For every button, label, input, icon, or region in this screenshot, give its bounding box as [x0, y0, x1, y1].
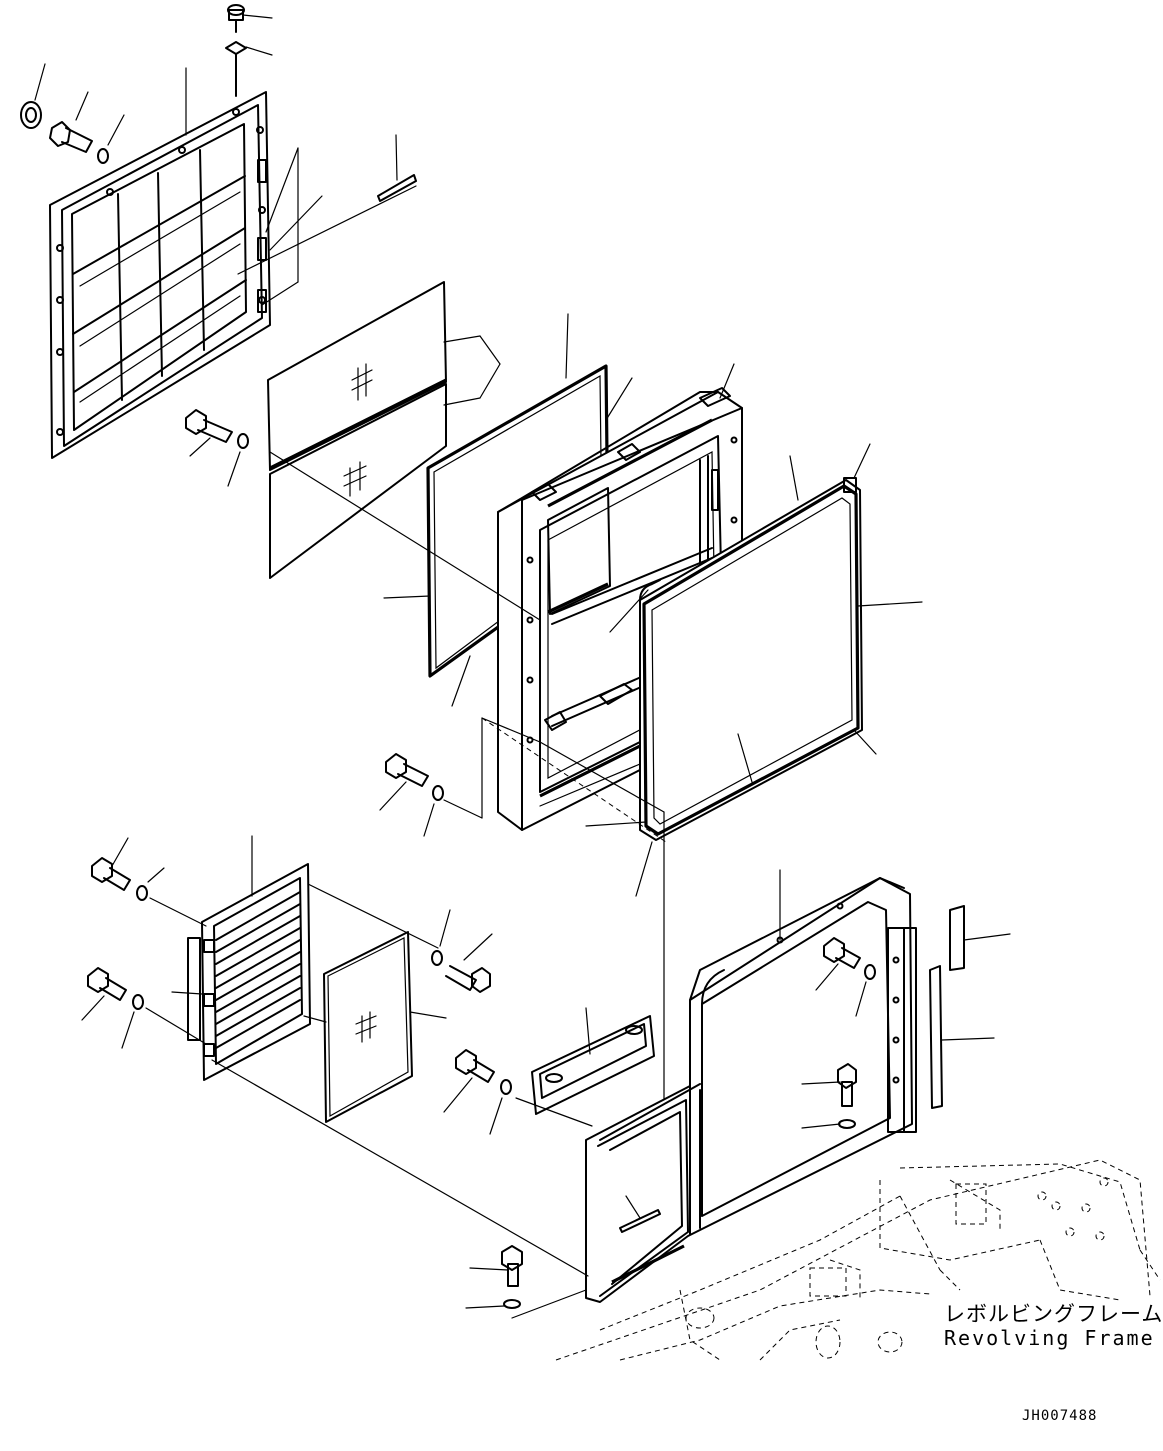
small-plate-label [378, 135, 416, 201]
revolving-frame-label-jp: レボルビングフレーム [944, 1302, 1163, 1326]
mid-left-bolt [186, 410, 248, 486]
drawing-code: JH007488 [1022, 1408, 1098, 1424]
top-left-hardware [21, 64, 186, 163]
mesh-screen-small [304, 884, 446, 1122]
mesh-screen-upper [268, 282, 446, 470]
door-bolts [802, 938, 875, 1128]
large-side-panel [586, 444, 922, 896]
cover-plate [516, 1008, 654, 1126]
bottom-bolt [212, 1060, 588, 1318]
revolving-frame-label-en: Revolving Frame [944, 1326, 1155, 1350]
revolving-frame [556, 1160, 1160, 1360]
louver-panel [172, 836, 310, 1080]
louver-bolts [82, 838, 206, 1048]
mesh-screen-lower [270, 384, 446, 578]
top-grille-panel [50, 92, 270, 458]
cover-bolt [444, 1050, 511, 1134]
seal-strips [930, 906, 1010, 1108]
center-bolt [380, 718, 482, 836]
mesh-bolt [432, 910, 492, 992]
top-screw [226, 5, 272, 96]
lower-door-frame [586, 870, 916, 1302]
